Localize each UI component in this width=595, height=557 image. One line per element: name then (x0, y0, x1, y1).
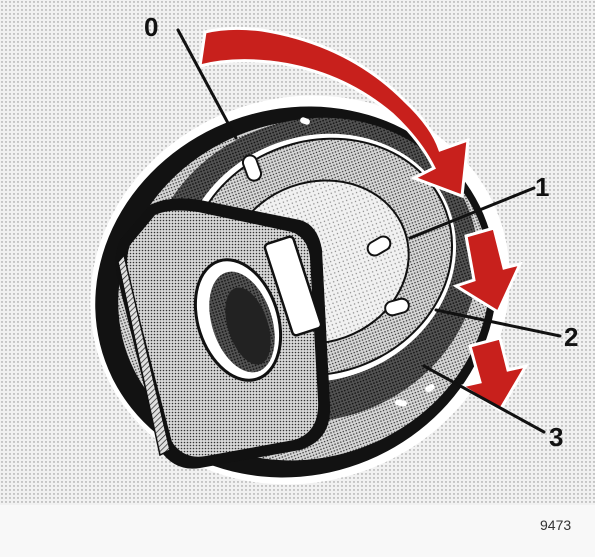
bottom-strip (0, 505, 595, 557)
position-label-0: 0 (144, 12, 158, 42)
position-label-2: 2 (564, 322, 578, 352)
position-label-1: 1 (535, 172, 549, 202)
position-label-3: 3 (549, 422, 563, 452)
figure-reference-number: 9473 (540, 517, 571, 533)
